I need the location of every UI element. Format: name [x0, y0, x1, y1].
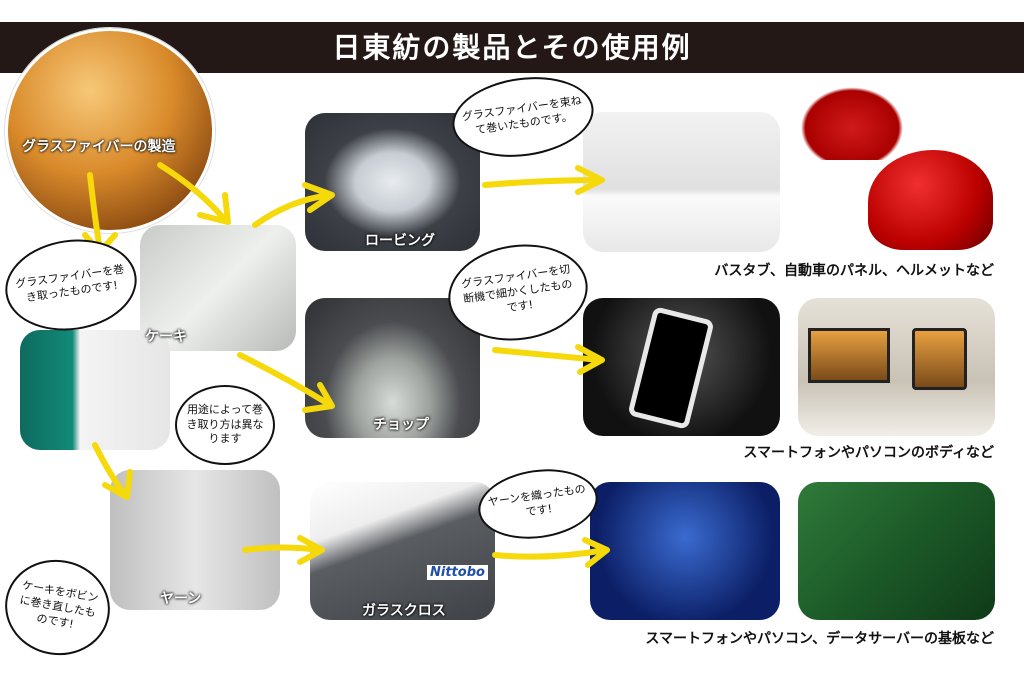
- cake-spool-photo: [20, 330, 170, 450]
- yarn-thought-bubble: ケーキをボビンに巻き直したものです!: [0, 551, 118, 664]
- yarn-label: ヤーン: [160, 591, 202, 607]
- laptop-screen: [808, 328, 890, 383]
- roving-uses-caption: バスタブ、自動車のパネル、ヘルメットなど: [714, 263, 994, 279]
- glass-cloth-label: ガラスクロス: [362, 603, 446, 619]
- nittobo-logo: Nittobo: [427, 565, 488, 580]
- purpose-thought-bubble: 用途によって巻き取り方は異なります: [175, 385, 275, 465]
- cake-speech-bubble: グラスファイバーを巻き取ったものです!: [0, 231, 143, 339]
- cake-label: ケーキ: [145, 329, 187, 345]
- origin-label: グラスファイバーの製造: [22, 139, 176, 155]
- glass-fiber-manufacturing-image: [5, 28, 215, 233]
- chop-uses-caption: スマートフォンやパソコンのボディなど: [743, 445, 994, 461]
- roving-label: ロービング: [365, 233, 435, 249]
- helmet-image: [868, 150, 993, 250]
- bathtub-photo: [583, 112, 780, 252]
- cake-photo: [140, 225, 296, 351]
- tablet-screen: [912, 328, 967, 390]
- glass-cloth-photo: [310, 482, 495, 620]
- cloth-uses-caption: スマートフォンやパソコン、データサーバーの基板など: [645, 631, 994, 647]
- chop-label: チョップ: [373, 417, 429, 433]
- telecom-tower-photo: [590, 482, 780, 620]
- circuit-board-photo: [798, 482, 995, 620]
- car-image: [792, 80, 912, 160]
